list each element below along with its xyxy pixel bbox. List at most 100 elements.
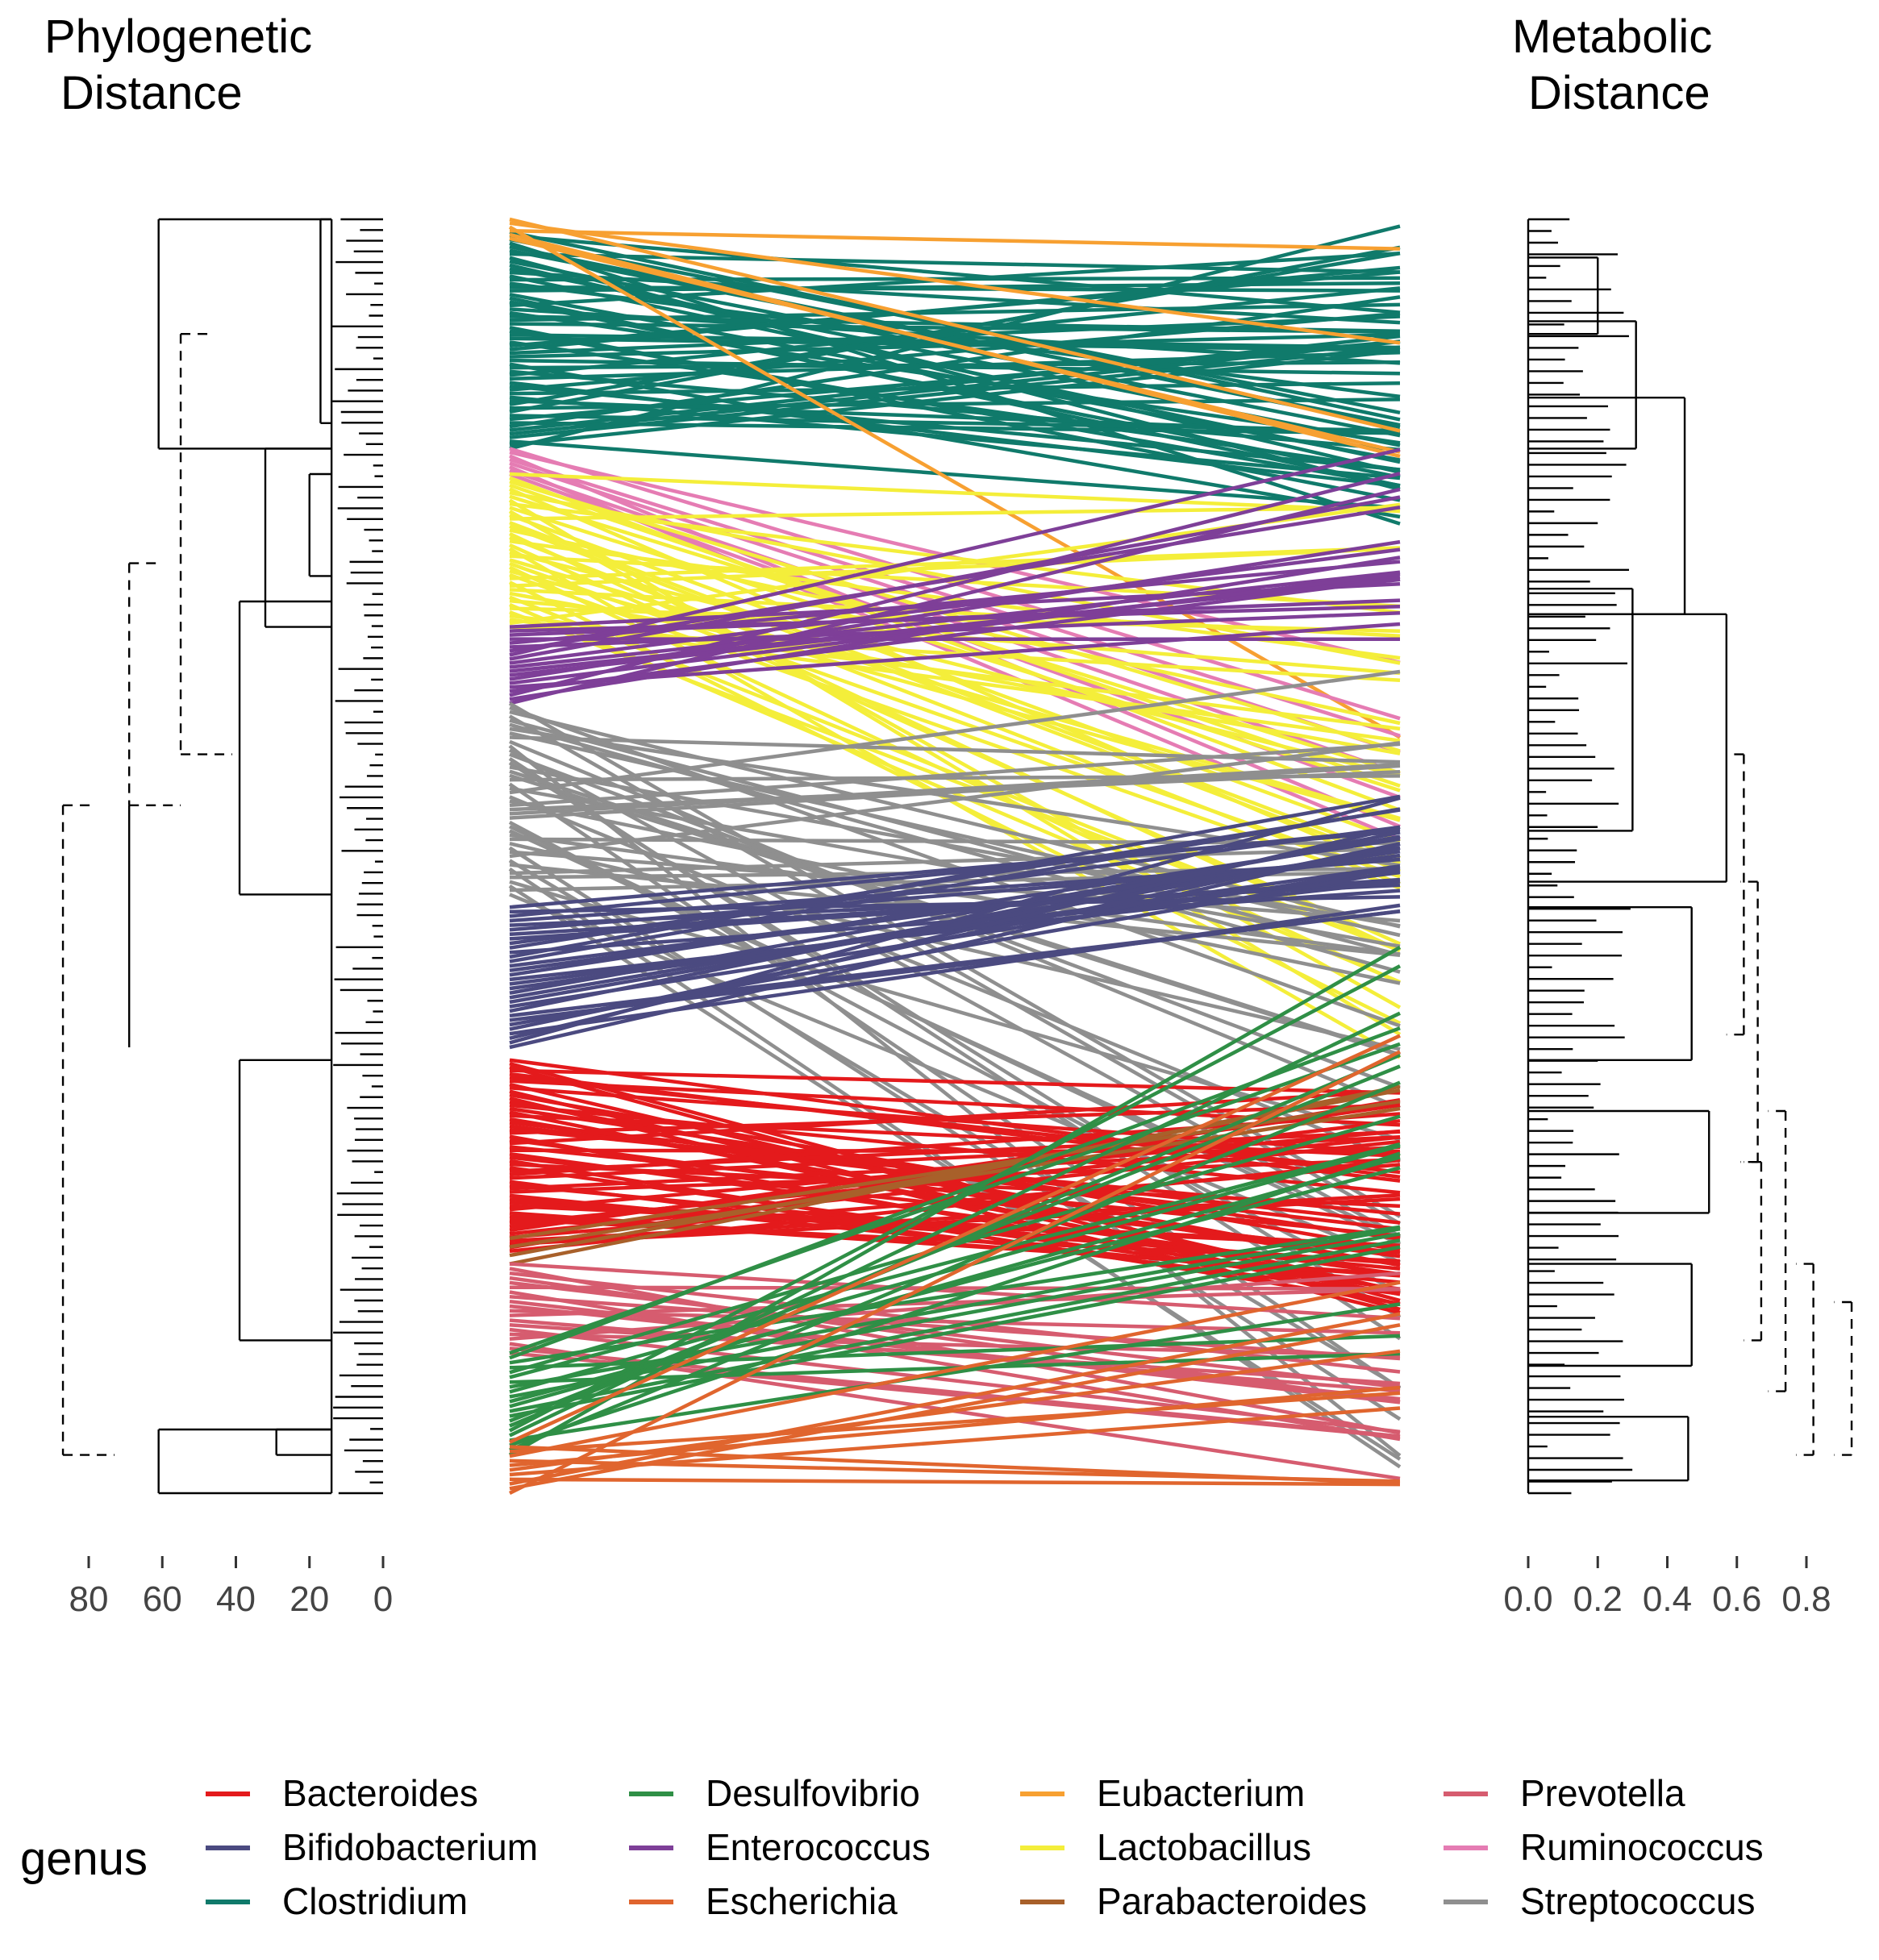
connection-line-clostridium: [509, 245, 1401, 414]
left-axis-tick-label: 80: [69, 1579, 109, 1619]
connection-line-prevotella: [509, 1327, 1401, 1434]
connection-line-prevotella: [509, 1262, 1401, 1321]
connection-line-streptococcus: [509, 762, 1401, 816]
connection-line-prevotella: [509, 1323, 1401, 1386]
connection-line-desulfovibrio: [508, 945, 1402, 1457]
connection-line-desulfovibrio: [509, 1011, 1401, 1438]
connection-line-bacteroides: [509, 1089, 1401, 1146]
connection-line-streptococcus: [509, 799, 1401, 985]
connection-line-escherichia: [509, 1034, 1401, 1444]
connection-line-lactobacillus: [509, 472, 1401, 514]
connection-line-clostridium: [509, 339, 1401, 436]
connection-line-escherichia: [509, 1280, 1401, 1459]
metabolic-dendrogram: [1527, 218, 1853, 1495]
legend-label-enterococcus: Enterococcus: [706, 1826, 931, 1868]
connection-line-clostridium: [509, 302, 1401, 323]
connection-line-clostridium: [509, 234, 1401, 314]
left-axis-tick-label: 40: [216, 1579, 256, 1619]
legend-label-eubacterium: Eubacterium: [1097, 1772, 1305, 1814]
connection-line-eubacterium: [509, 221, 1401, 345]
connection-line-bacteroides: [509, 1139, 1401, 1236]
connection-line-clostridium: [509, 295, 1401, 429]
connection-line-prevotella: [509, 1287, 1401, 1317]
connection-line-bifidobacterium: [509, 807, 1401, 963]
legend: BacteroidesBifidobacteriumClostridiumDes…: [206, 1772, 1764, 1922]
connection-line-streptococcus: [509, 847, 1401, 876]
connection-line-clostridium: [509, 265, 1401, 352]
legend-label-prevotella: Prevotella: [1520, 1772, 1685, 1814]
right-axis-tick-label: 0.4: [1643, 1579, 1692, 1619]
connection-line-escherichia: [509, 1349, 1401, 1472]
connection-line-streptococcus: [509, 742, 1401, 808]
right-title-line1: Metabolic: [1512, 10, 1712, 63]
connection-line-clostridium: [509, 349, 1401, 447]
legend-label-escherichia: Escherichia: [706, 1880, 898, 1922]
connection-line-lactobacillus: [509, 506, 1401, 793]
phylogenetic-dendrogram: [61, 218, 383, 1495]
connection-line-clostridium: [509, 439, 1401, 510]
legend-label-lactobacillus: Lactobacillus: [1097, 1826, 1311, 1868]
right-axis-tick-label: 0.8: [1781, 1579, 1831, 1619]
legend-label-desulfovibrio: Desulfovibrio: [706, 1772, 920, 1814]
connection-line-clostridium: [509, 329, 1401, 488]
connection-line-lactobacillus: [509, 625, 1401, 683]
connection-line-streptococcus: [509, 741, 1401, 859]
legend-title: genus: [20, 1833, 148, 1885]
connection-line-enterococcus: [509, 487, 1401, 705]
connection-line-escherichia: [509, 1385, 1401, 1467]
connection-line-bifidobacterium: [509, 796, 1401, 1045]
connection-line-enterococcus: [509, 560, 1401, 645]
connection-line-prevotella: [509, 1309, 1401, 1335]
connection-line-escherichia: [509, 1406, 1401, 1477]
connection-line-eubacterium: [509, 236, 1401, 454]
connection-line-streptococcus: [509, 735, 1401, 764]
left-axis-tick-label: 0: [373, 1579, 393, 1619]
right-title-line2: Distance: [1528, 67, 1710, 119]
connection-line-bifidobacterium: [509, 842, 1401, 1031]
connection-line-bifidobacterium: [509, 842, 1401, 1050]
connection-line-bifidobacterium: [509, 794, 1401, 959]
connection-line-lactobacillus: [509, 550, 1401, 778]
connection-line-escherichia: [509, 1312, 1401, 1486]
legend-label-parabacteroides: Parabacteroides: [1097, 1880, 1367, 1922]
connection-line-enterococcus: [509, 556, 1401, 701]
connection-line-desulfovibrio: [509, 1151, 1401, 1447]
connection-line-streptococcus: [509, 764, 1401, 820]
left-axis-tick-label: 20: [290, 1579, 329, 1619]
connection-line-bacteroides: [509, 1204, 1401, 1249]
right-axis-tick-label: 0.0: [1503, 1579, 1552, 1619]
connection-line-clostridium: [509, 286, 1401, 377]
connection-line-enterococcus: [509, 447, 1401, 657]
connection-line-clostridium: [509, 224, 1401, 451]
connection-line-escherichia: [509, 1323, 1401, 1491]
connection-line-clostridium: [509, 252, 1401, 274]
connection-line-desulfovibrio: [509, 1238, 1401, 1413]
legend-label-bifidobacterium: Bifidobacterium: [282, 1826, 538, 1868]
connection-line-lactobacillus: [509, 513, 1401, 843]
connection-line-clostridium: [509, 311, 1401, 392]
connection-line-lactobacillus: [509, 547, 1401, 588]
connection-line-desulfovibrio: [509, 1144, 1401, 1394]
connection-line-escherichia: [509, 1050, 1401, 1496]
connection-line-clostridium: [509, 334, 1401, 432]
connection-line-clostridium: [509, 362, 1401, 519]
connection-line-clostridium: [509, 421, 1401, 435]
left-title-line1: Phylogenetic: [44, 10, 312, 63]
connection-line-prevotella: [509, 1295, 1401, 1361]
connection-line-bacteroides: [509, 1113, 1401, 1159]
connection-line-streptococcus: [509, 786, 1401, 948]
connection-line-streptococcus: [509, 829, 1401, 1240]
connection-line-escherichia: [509, 1477, 1401, 1487]
legend-label-ruminococcus: Ruminococcus: [1520, 1826, 1764, 1868]
connection-line-streptococcus: [509, 669, 1401, 795]
right-axis-tick-label: 0.2: [1573, 1579, 1623, 1619]
connection-line-prevotella: [509, 1285, 1401, 1291]
connection-line-enterococcus: [509, 570, 1401, 669]
legend-label-streptococcus: Streptococcus: [1520, 1880, 1755, 1922]
connection-lines: [508, 217, 1402, 1496]
connection-line-bifidobacterium: [509, 827, 1401, 918]
connection-line-enterococcus: [509, 576, 1401, 693]
